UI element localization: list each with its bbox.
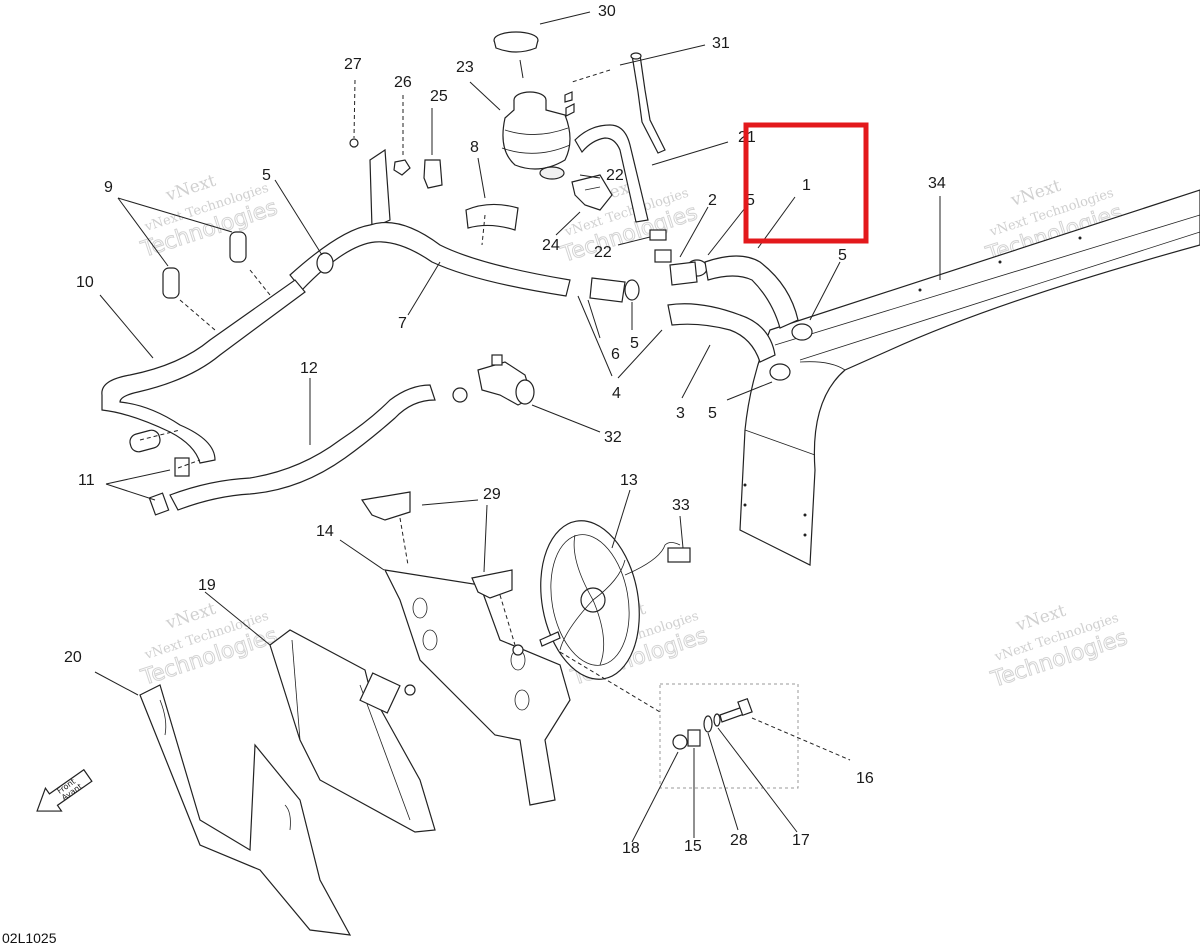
- upper-hose-7: [289, 221, 571, 297]
- clamp-9a: [162, 267, 180, 299]
- callout-10: 10: [76, 274, 94, 291]
- callout-22-lower: 22: [594, 244, 612, 261]
- callout-5-upper: 5: [746, 192, 755, 209]
- callout-32: 32: [604, 429, 622, 446]
- fan-connector: [624, 542, 691, 576]
- callout-22-upper: 22: [606, 167, 624, 184]
- callout-24: 24: [542, 237, 560, 254]
- leader-lines: [94, 11, 941, 843]
- callout-13: 13: [620, 472, 638, 489]
- callout-18: 18: [622, 840, 640, 857]
- fitting-11a: [129, 429, 161, 453]
- callout-30: 30: [598, 3, 616, 20]
- hose-segment-6: [589, 277, 626, 303]
- spacer-15: [687, 729, 701, 747]
- callout-33: 33: [672, 497, 690, 514]
- callout-14: 14: [316, 523, 334, 540]
- bracket-29b: [471, 569, 513, 599]
- drawing-code: 02L1025: [2, 930, 57, 946]
- bracket-upper: [369, 148, 391, 229]
- callout-27: 27: [344, 56, 362, 73]
- callout-28: 28: [730, 832, 748, 849]
- hardware-box: [659, 683, 799, 789]
- callout-2: 2: [708, 192, 717, 209]
- callout-5-lower: 5: [708, 405, 717, 422]
- side-panel: [139, 684, 352, 936]
- callout-6: 6: [611, 346, 620, 363]
- callout-1: 1: [802, 177, 811, 194]
- callout-7: 7: [398, 315, 407, 332]
- fitting-11b: [174, 457, 190, 477]
- nut-26: [393, 159, 411, 176]
- callout-25: 25: [430, 88, 448, 105]
- washer-17: [713, 713, 721, 727]
- bolt-small: [512, 631, 561, 656]
- radiator: [269, 629, 436, 833]
- clamp-5d: [769, 363, 791, 381]
- callout-5-center: 5: [630, 335, 639, 352]
- callout-12: 12: [300, 360, 318, 377]
- reservoir-cap: [493, 31, 539, 53]
- thermostat-housing: [452, 354, 535, 406]
- fitting-11c: [148, 492, 170, 516]
- body-panel: [739, 189, 1200, 566]
- clamp-5a: [316, 252, 334, 274]
- watermark-6: vNext vNext Technologies Technologies: [987, 601, 1131, 694]
- fan-shroud: [383, 569, 571, 806]
- overflow-hose: [630, 52, 666, 154]
- reservoir-hose: [574, 124, 649, 223]
- bracket-29a: [360, 491, 411, 521]
- callout-16: 16: [856, 770, 874, 787]
- washer-28: [703, 715, 713, 733]
- callout-labels: 30 31 23 27 26 25 8 21 22 1 2 5 34 9 24 …: [64, 3, 946, 857]
- callout-17: 17: [792, 832, 810, 849]
- screw-27: [349, 138, 359, 148]
- coolant-reservoir: [501, 91, 575, 180]
- nut-18: [672, 734, 688, 750]
- callout-31: 31: [712, 35, 730, 52]
- callout-29: 29: [483, 486, 501, 503]
- callout-5-right: 5: [838, 247, 847, 264]
- callout-5-left: 5: [262, 167, 271, 184]
- callout-11: 11: [78, 472, 95, 489]
- front-arrow-icon: Front Avant: [36, 768, 93, 812]
- callout-3: 3: [676, 405, 685, 422]
- callout-23: 23: [456, 59, 474, 76]
- hose-clamp-22a: [649, 229, 667, 241]
- hose-clamp-22b: [654, 249, 672, 263]
- callout-19: 19: [198, 577, 216, 594]
- bolt-16: [719, 697, 753, 723]
- callout-15: 15: [684, 838, 702, 855]
- clamp-5b: [624, 279, 640, 301]
- clip-25: [423, 159, 443, 189]
- callout-34: 34: [928, 175, 946, 192]
- callout-26: 26: [394, 74, 412, 91]
- callout-9: 9: [104, 179, 113, 196]
- callout-20: 20: [64, 649, 82, 666]
- highlight-box: [743, 122, 869, 244]
- reservoir-bracket: [571, 174, 613, 211]
- clamp-5c: [791, 323, 813, 341]
- callout-4: 4: [612, 385, 621, 402]
- elbow-hose-3: [667, 303, 776, 363]
- left-hose-10: [101, 279, 306, 464]
- watermark-4: vNext vNext Technologies Technologies: [137, 599, 281, 692]
- hose-segment-8: [465, 203, 519, 231]
- cooling-fan: [540, 520, 640, 680]
- hose-1: [704, 255, 799, 329]
- callout-8: 8: [470, 139, 479, 156]
- clamp-9b: [229, 231, 247, 263]
- lower-hose-12: [169, 384, 436, 511]
- coupler-2: [669, 261, 698, 286]
- watermark-1: vNext vNext Technologies Technologies: [137, 171, 281, 264]
